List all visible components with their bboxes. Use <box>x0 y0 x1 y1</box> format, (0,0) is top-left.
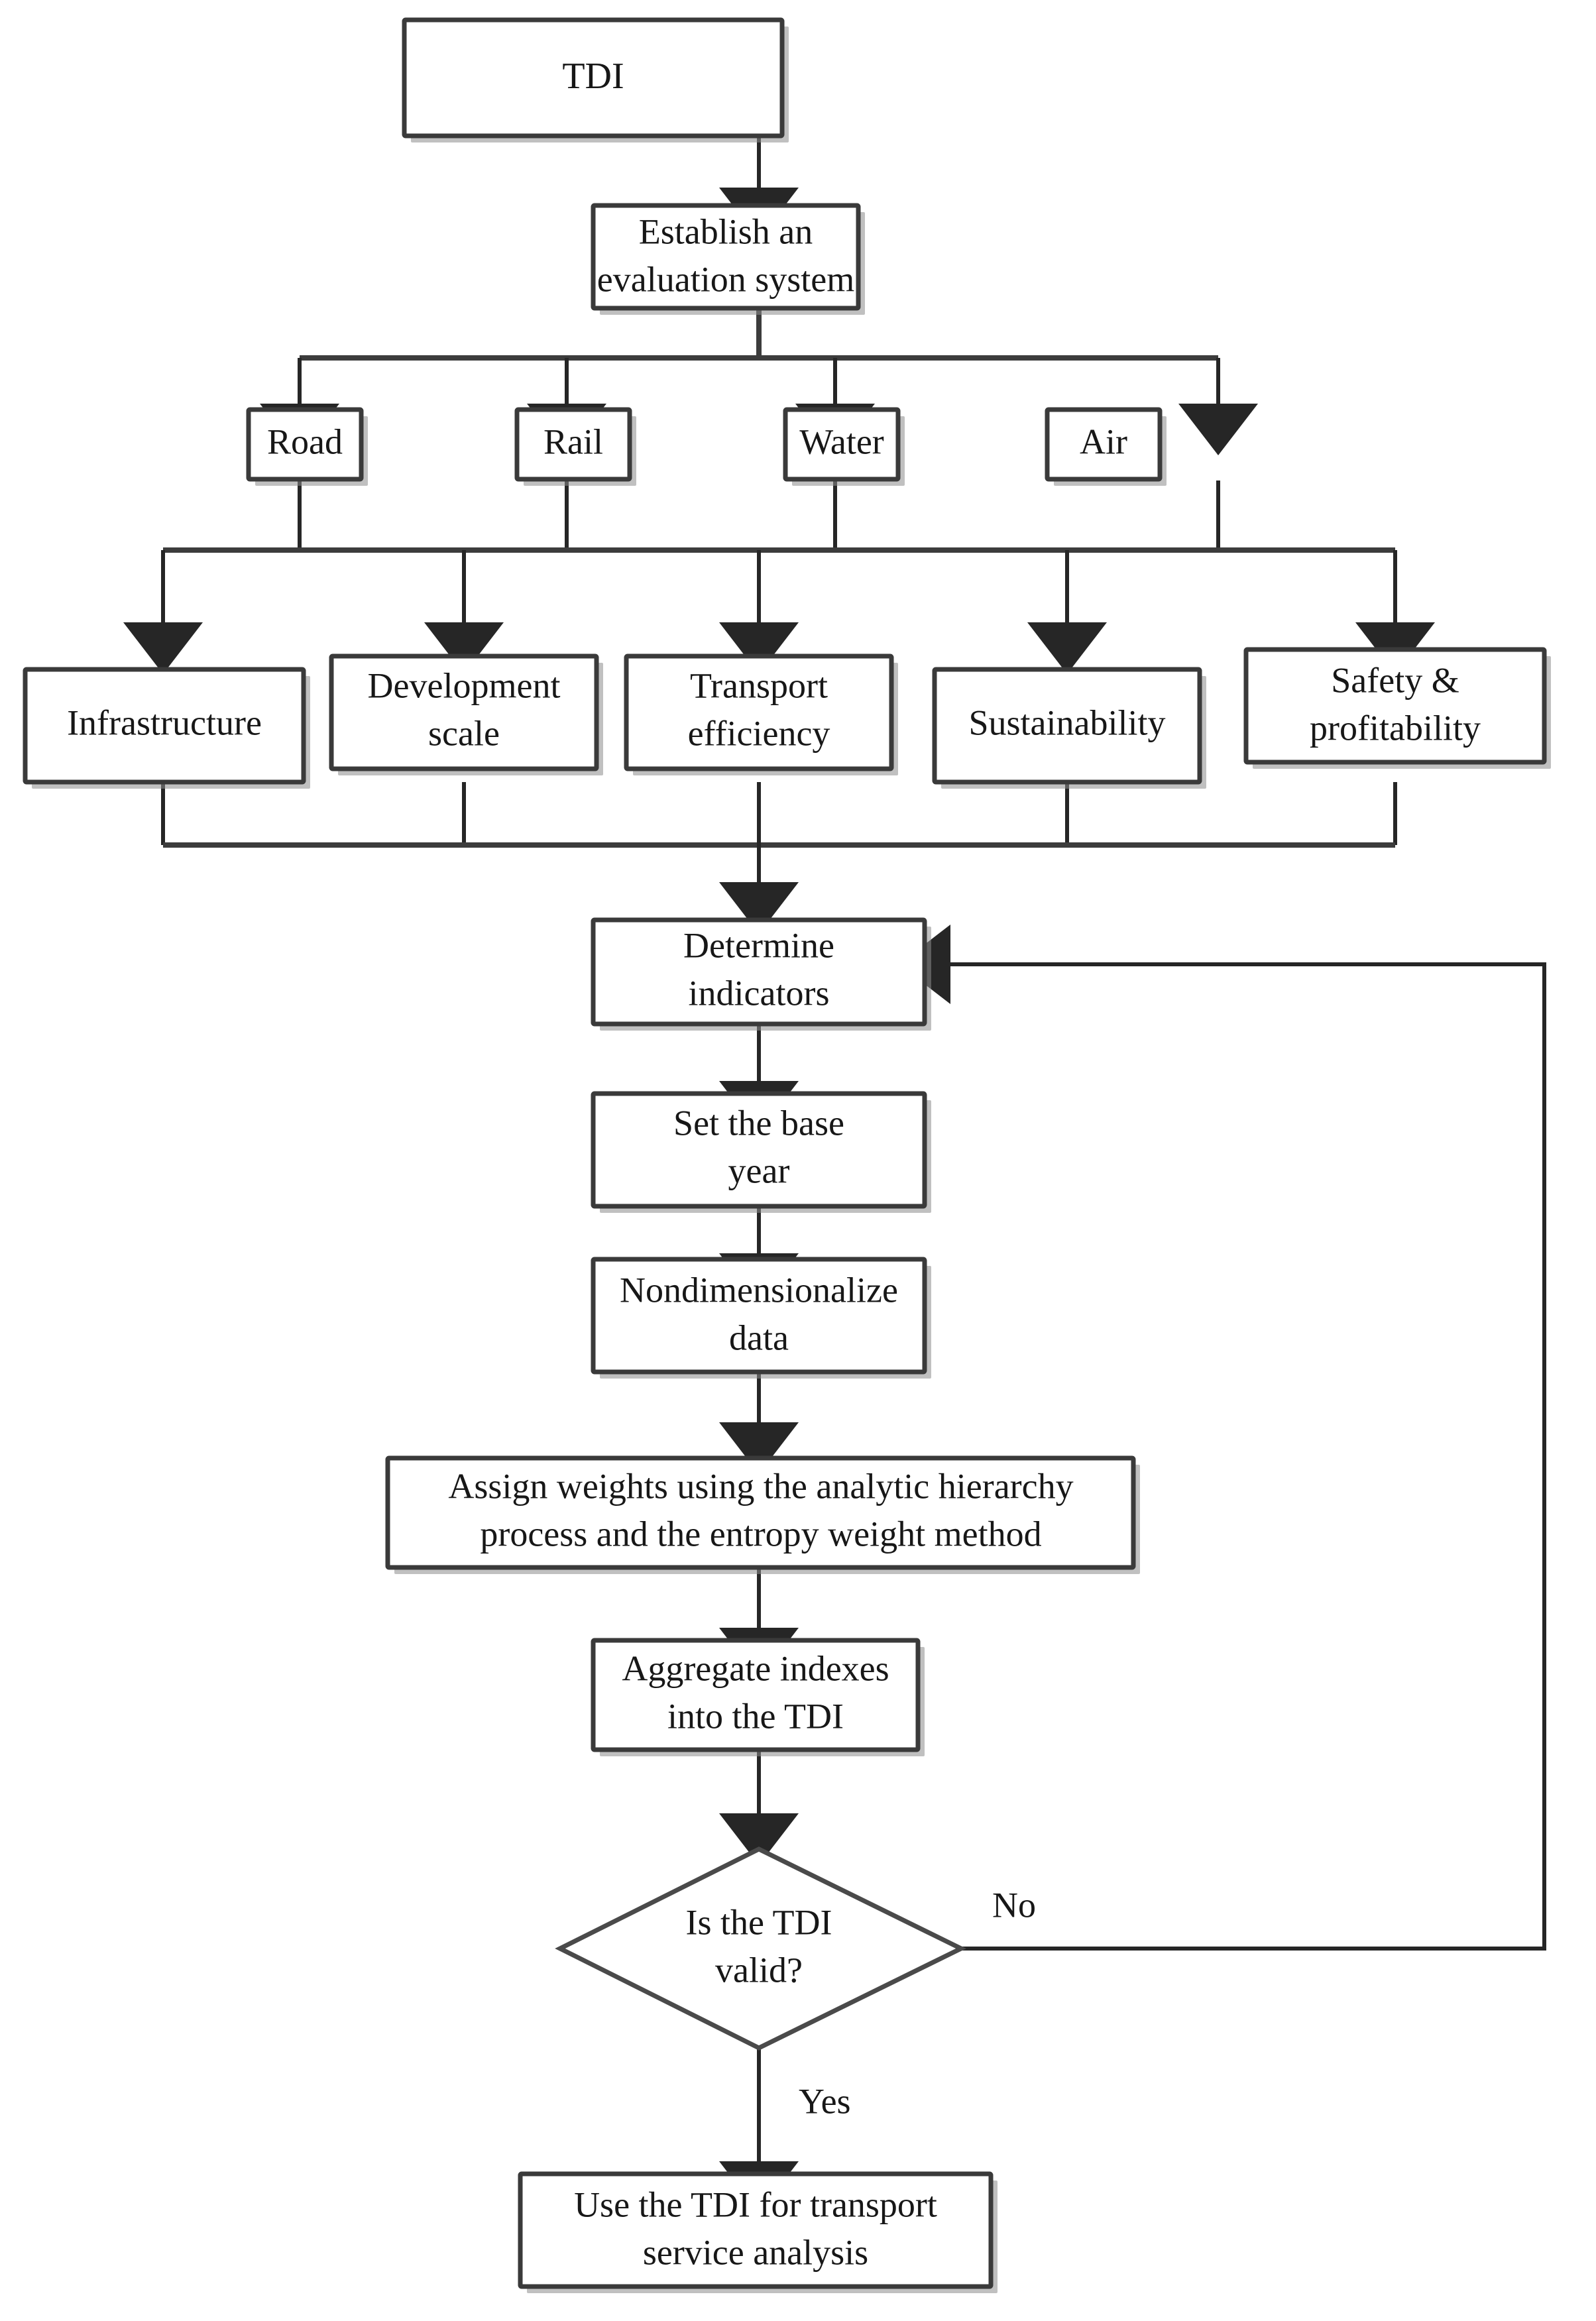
node-mode-road[interactable]: Road <box>246 407 368 486</box>
node-mode-water-label: Water <box>799 422 884 461</box>
node-safety-line1: Safety & <box>1331 660 1459 700</box>
node-mode-water[interactable]: Water <box>783 407 905 486</box>
node-mode-rail-label: Rail <box>543 422 603 461</box>
node-safety-line2: profitability <box>1310 708 1481 748</box>
node-nondimensionalize-line1: Nondimensionalize <box>620 1270 898 1310</box>
node-transport-line1: Transport <box>690 665 828 705</box>
node-nondimensionalize-data[interactable]: Nondimensionalize data <box>591 1257 931 1379</box>
node-mode-air-label: Air <box>1080 422 1127 461</box>
node-decision-is-tdi-valid[interactable]: Is the TDI valid? <box>555 1846 966 2051</box>
node-tdi-label: TDI <box>562 56 624 97</box>
node-determine-indicators[interactable]: Determine indicators <box>591 917 931 1031</box>
node-transport-line2: efficiency <box>688 713 830 753</box>
node-development-line1: Development <box>368 665 561 705</box>
node-determine-line2: indicators <box>689 973 830 1013</box>
node-dimension-sustainability[interactable]: Sustainability <box>932 667 1206 789</box>
node-mode-road-label: Road <box>267 422 343 461</box>
node-establish-line2: evaluation system <box>597 259 854 299</box>
node-establish-evaluation-system[interactable]: Establish an evaluation system <box>591 203 865 315</box>
node-mode-air[interactable]: Air <box>1045 407 1167 486</box>
node-base-year-line1: Set the base <box>673 1103 844 1143</box>
node-assign-weights-line2: process and the entropy weight method <box>480 1514 1041 1554</box>
edge-label-no: No <box>992 1885 1036 1925</box>
node-determine-line1: Determine <box>683 925 834 965</box>
node-mode-rail[interactable]: Rail <box>514 407 636 486</box>
node-set-base-year[interactable]: Set the base year <box>591 1091 931 1213</box>
node-infrastructure-line1: Infrastructure <box>67 703 262 742</box>
edge-label-yes: Yes <box>799 2081 851 2121</box>
node-sustainability-line1: Sustainability <box>969 703 1166 742</box>
node-aggregate-line1: Aggregate indexes <box>622 1648 889 1688</box>
node-assign-weights[interactable]: Assign weights using the analytic hierar… <box>385 1455 1140 1574</box>
node-dimension-transport-efficiency[interactable]: Transport efficiency <box>624 653 898 775</box>
node-dimension-infrastructure[interactable]: Infrastructure <box>23 667 310 789</box>
edge-no-feedback-loop <box>899 925 1546 1951</box>
node-decision-line1: Is the TDI <box>686 1902 832 1942</box>
node-development-line2: scale <box>428 713 500 753</box>
node-tdi[interactable]: TDI <box>402 17 789 142</box>
node-assign-weights-line1: Assign weights using the analytic hierar… <box>448 1466 1073 1506</box>
node-dimension-development-scale[interactable]: Development scale <box>329 653 603 775</box>
node-use-tdi-line1: Use the TDI for transport <box>574 2184 937 2224</box>
node-establish-line1: Establish an <box>639 211 813 251</box>
node-use-tdi[interactable]: Use the TDI for transport service analys… <box>518 2171 997 2293</box>
node-base-year-line2: year <box>728 1151 790 1190</box>
node-dimension-safety-profitability[interactable]: Safety & profitability <box>1243 647 1551 769</box>
node-decision-line2: valid? <box>715 1950 803 1990</box>
node-use-tdi-line2: service analysis <box>643 2232 868 2272</box>
node-nondimensionalize-line2: data <box>729 1318 789 1357</box>
node-aggregate-line2: into the TDI <box>667 1696 844 1736</box>
node-aggregate-indexes[interactable]: Aggregate indexes into the TDI <box>591 1638 925 1756</box>
